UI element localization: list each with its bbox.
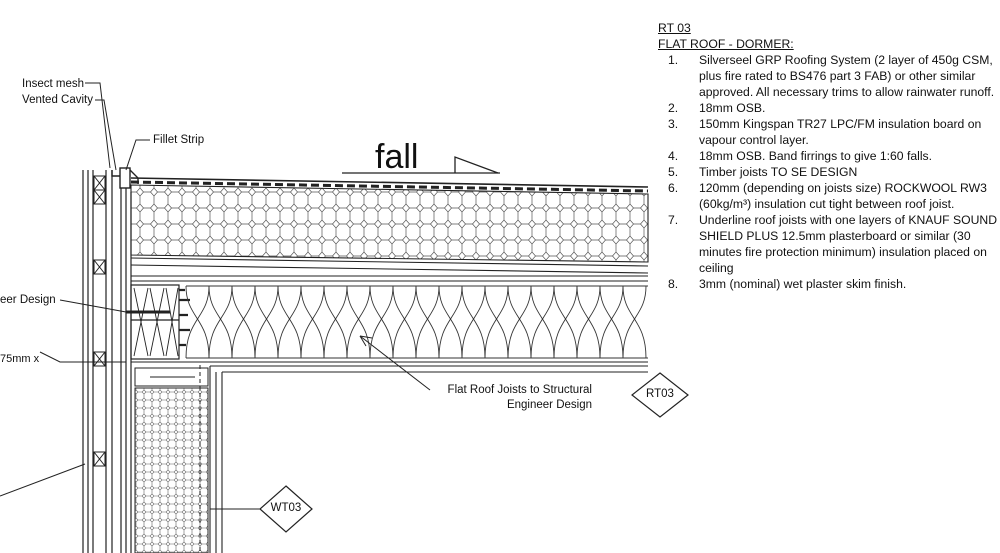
wall-plate [126,284,190,360]
spec-item-text: 18mm OSB. [699,101,766,115]
spec-code: RT 03 [658,21,691,35]
spec-item-number: 8. [668,277,679,291]
spec-item: 1. Silverseel GRP Roofing System (2 layer… [658,52,998,100]
wall-tag-diamond [259,485,313,533]
osb-firrings [130,257,649,282]
spec-item: 8. 3mm (nominal) wet plaster skim finish. [658,276,998,292]
inner-leaf-block [134,387,209,553]
wall-tag-label: WT03 [270,502,302,514]
spec-item-text: 18mm OSB. Band firrings to give 1:60 fal… [699,149,933,163]
label-mm-note: 75mm x [0,353,40,365]
spec-item: 7. Underline roof joists with one layers … [658,212,998,276]
label-fillet-strip: Fillet Strip [153,134,205,146]
label-joists-line2: Engineer Design [506,399,592,411]
spec-item-number: 3. [668,117,679,131]
spec-item: 3. 150mm Kingspan TR27 LPC/FM insulation … [658,116,998,148]
label-vented-cavity: Vented Cavity [22,94,93,106]
spec-item-number: 7. [668,213,679,227]
fall-arrow-icon [342,156,500,174]
label-engineer-design: eer Design [0,294,56,306]
spec-item: 6. 120mm (depending on joists size) ROCKW… [658,180,998,212]
spec-item-text: 120mm (depending on joists size) ROCKWOO… [699,181,987,211]
label-insect-mesh: Insect mesh [22,78,84,90]
spec-item: 5. Timber joists TO SE DESIGN [658,164,998,180]
spec-item: 4. 18mm OSB. Band firrings to give 1:60 f… [658,148,998,164]
leader-lines [0,82,431,510]
ceiling-plasterboard [131,361,648,553]
mineral-wool-insulation [185,285,648,359]
spec-title: FLAT ROOF - DORMER: [658,37,794,51]
rigid-insulation-board [130,184,649,263]
spec-item-number: 1. [668,53,679,67]
specification-notes: RT 03 FLAT ROOF - DORMER: 1. Silverseel G… [658,20,998,292]
wall-battens [93,175,106,467]
roof-top-layers [130,177,649,193]
spec-item-text: 3mm (nominal) wet plaster skim finish. [699,277,907,291]
spec-list: 1. Silverseel GRP Roofing System (2 layer… [658,52,998,292]
spec-item-number: 4. [668,149,679,163]
roof-tag-diamond [631,372,689,418]
spec-item-text: Underline roof joists with one layers of… [699,213,998,275]
spec-item-text: 150mm Kingspan TR27 LPC/FM insulation bo… [699,117,982,147]
spec-item: 2. 18mm OSB. [658,100,998,116]
spec-item-text: Timber joists TO SE DESIGN [699,165,858,179]
label-joists-line1: Flat Roof Joists to Structural [447,384,592,396]
spec-item-number: 2. [668,101,679,115]
roof-tag-label: RT03 [646,388,674,400]
label-fall: fall [375,138,419,176]
spec-item-number: 5. [668,165,679,179]
spec-item-text: Silverseel GRP Roofing System (2 layer o… [699,53,995,99]
spec-item-number: 6. [668,181,679,195]
